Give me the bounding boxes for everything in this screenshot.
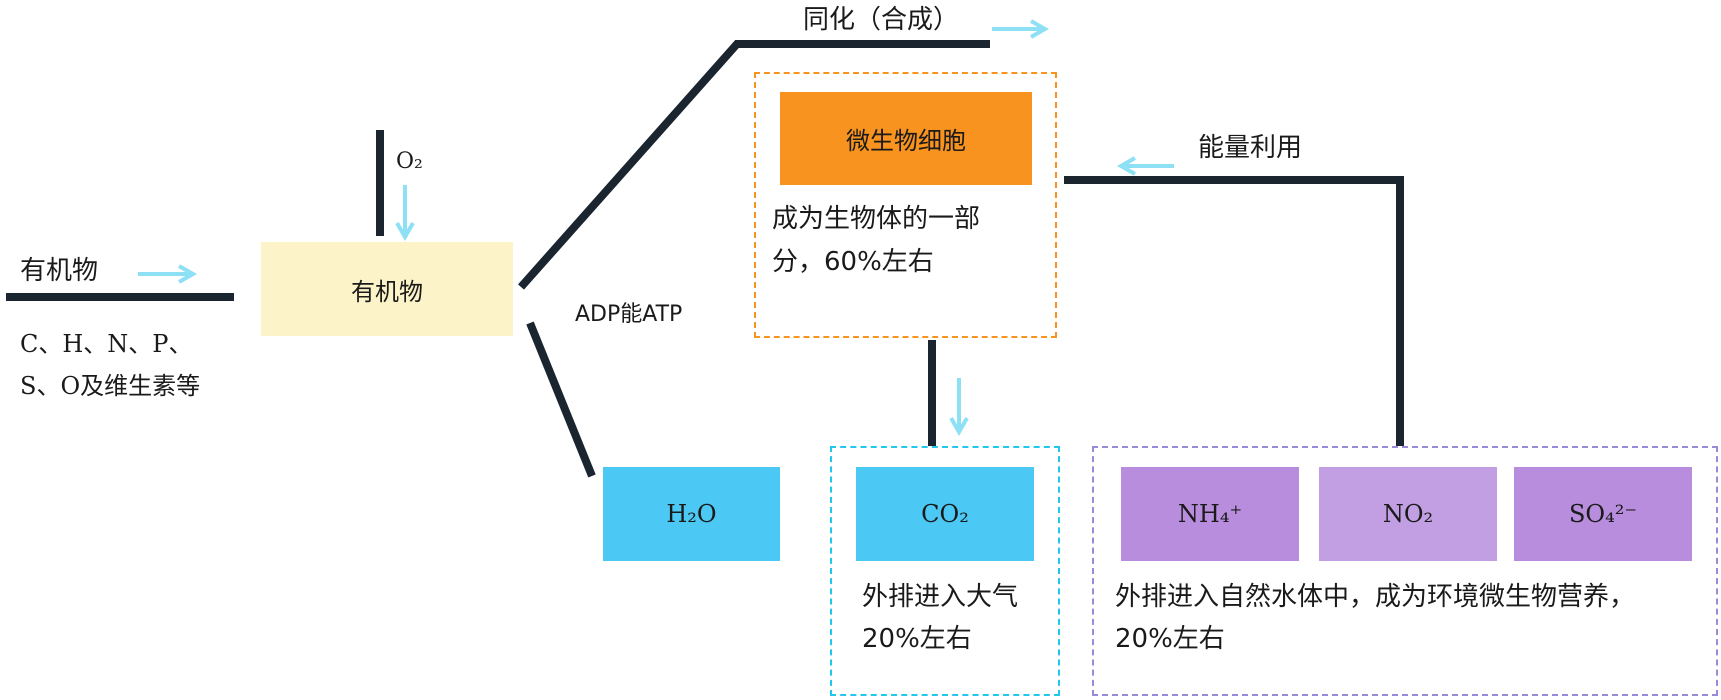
co2-outcome-group (830, 446, 1060, 696)
input-label: 有机物 (20, 256, 99, 286)
input-arrow (138, 264, 198, 284)
energy-return-line (1064, 176, 1404, 446)
co2-box: CO₂ (856, 467, 1034, 561)
energy-use-label: 能量利用 (1198, 133, 1303, 163)
water-branch-line (526, 321, 596, 478)
nutrient-note-line-2: 20%左右 (1115, 624, 1225, 654)
organic-matter-label: 有机物 (351, 277, 423, 306)
sulfate-label: SO₄²⁻ (1568, 500, 1638, 528)
co2-arrow (949, 378, 969, 437)
co2-label: CO₂ (921, 500, 969, 528)
nitrite-label: NO₂ (1382, 500, 1434, 528)
sulfate-box: SO₄²⁻ (1514, 467, 1692, 561)
cell-outcome-group (754, 72, 1057, 338)
elements-line-2: S、O及维生素等 (20, 372, 201, 400)
oxygen-arrow (395, 185, 415, 242)
co2-note-line-2: 20%左右 (862, 624, 972, 654)
oxygen-label: O₂ (396, 149, 423, 174)
energy-arrow (1116, 156, 1174, 176)
microbial-cell-box: 微生物细胞 (780, 92, 1032, 185)
water-box: H₂O (603, 467, 780, 561)
assimilation-arrow (992, 19, 1050, 39)
ammonium-label: NH₄⁺ (1177, 500, 1243, 528)
nitrite-box: NO₂ (1319, 467, 1497, 561)
energy-conversion-label: ADP能ATP (575, 302, 683, 327)
assimilation-label: 同化（合成） (803, 5, 960, 35)
organic-matter-box: 有机物 (261, 242, 513, 336)
elements-line-1: C、H、N、P、 (20, 330, 193, 358)
co2-note-line-1: 外排进入大气 (862, 582, 1019, 612)
nutrient-note-line-1: 外排进入自然水体中，成为环境微生物营养， (1115, 582, 1636, 612)
connector-lines (6, 40, 1404, 478)
arrows (138, 19, 1174, 437)
cell-note-line-2: 分，60%左右 (772, 247, 934, 277)
microbial-cell-label: 微生物细胞 (846, 127, 966, 155)
nutrient-outcome-group (1092, 446, 1718, 696)
cell-note-line-1: 成为生物体的一部 (772, 204, 981, 234)
ammonium-box: NH₄⁺ (1121, 467, 1299, 561)
assimilation-line (518, 40, 990, 290)
water-label: H₂O (666, 500, 717, 528)
